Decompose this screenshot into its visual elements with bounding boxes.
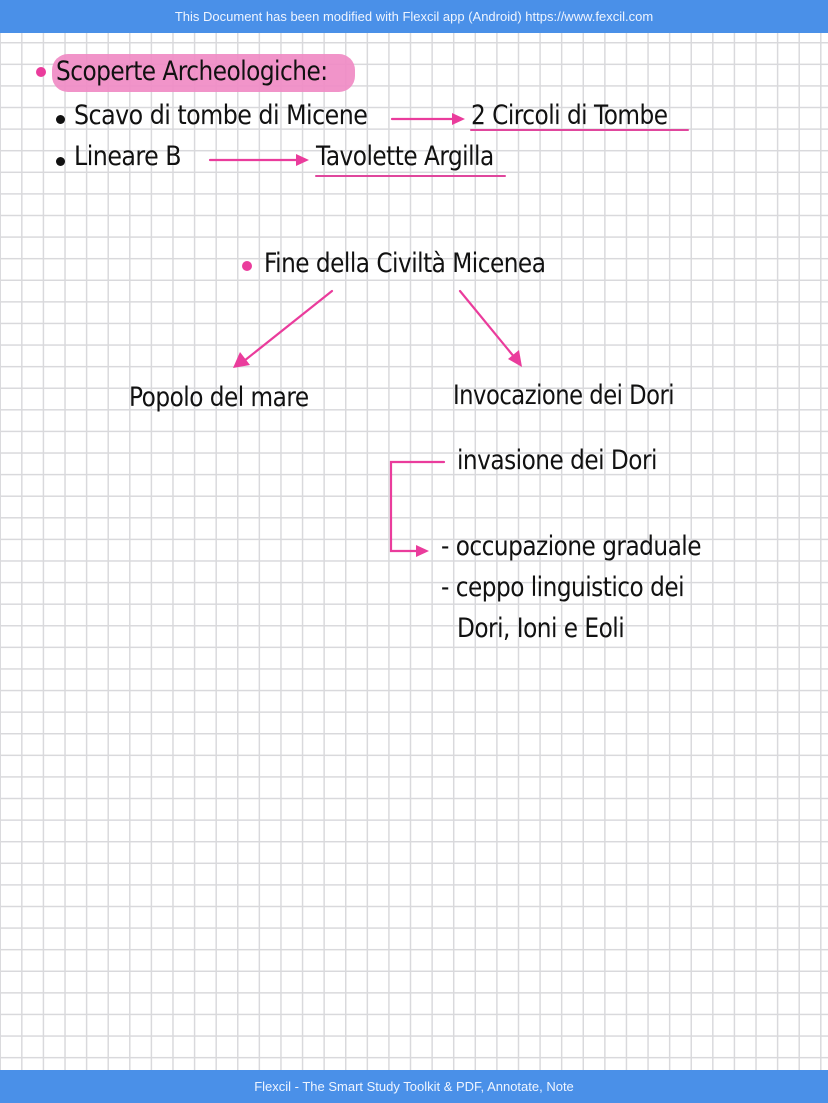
branch-popolo-del-mare: Popolo del mare	[129, 382, 309, 413]
arrow-line-elbow	[389, 460, 446, 553]
branch-invocazione-dei-dori: Invocazione dei Dori	[453, 380, 675, 411]
item-scavo-tombe: Scavo di tombe di Micene	[74, 100, 368, 131]
flexcil-watermark-bottom: Flexcil - The Smart Study Toolkit & PDF,…	[0, 1070, 828, 1103]
arrowhead-down-right-icon	[508, 350, 522, 367]
item-tavolette-argilla: Tavolette Argilla	[316, 141, 494, 172]
point-occupazione-graduale: - occupazione graduale	[441, 531, 702, 562]
pink-bullet-icon	[36, 67, 46, 77]
black-bullet-icon	[56, 115, 65, 124]
watermark-top-text: This Document has been modified with Fle…	[174, 9, 654, 24]
arrowhead-right-icon	[452, 113, 465, 125]
arrowhead-down-left-icon	[233, 352, 250, 368]
underline-tavolette	[315, 175, 506, 177]
arrow-line-left-branch	[242, 289, 334, 363]
sub-invasione-dei-dori: invasione dei Dori	[457, 445, 657, 476]
watermark-bottom-text: Flexcil - The Smart Study Toolkit & PDF,…	[254, 1079, 574, 1094]
heading-highlight	[52, 54, 355, 92]
arrowhead-right-icon	[296, 154, 309, 166]
point-ceppo-linguistico: - ceppo linguistico dei	[441, 572, 685, 603]
point-dori-ioni-eoli: Dori, Ioni e Eoli	[457, 613, 625, 644]
heading-scoperte-archeologiche: Scoperte Archeologiche:	[56, 56, 328, 87]
flexcil-watermark-top: This Document has been modified with Fle…	[0, 0, 828, 33]
arrow-line-right-branch	[458, 289, 517, 360]
item-lineare-b: Lineare B	[74, 141, 182, 172]
arrowhead-right-icon	[416, 545, 429, 557]
item-circoli-tombe: 2 Circoli di Tombe	[471, 100, 668, 131]
black-bullet-icon	[56, 157, 65, 166]
pink-bullet-icon	[242, 261, 252, 271]
heading-fine-civilta-micenea: Fine della Civiltà Micenea	[264, 248, 546, 279]
underline-circoli	[470, 129, 689, 131]
